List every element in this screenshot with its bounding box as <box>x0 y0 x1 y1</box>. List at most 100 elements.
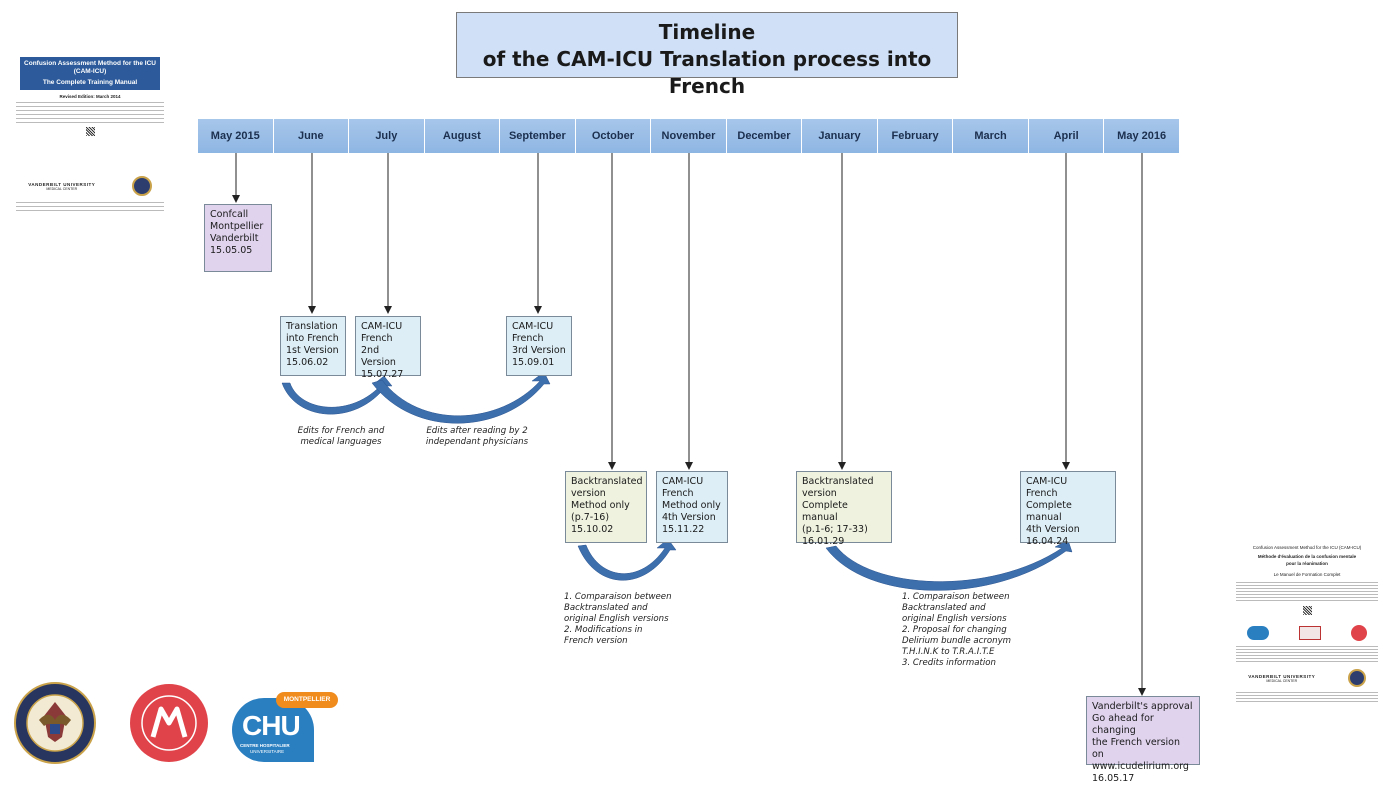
chu-montpellier-logo: MONTPELLIER CHU CENTRE HOSPITALIER UNIVE… <box>232 692 338 762</box>
box-line: Backtranslated <box>802 476 874 487</box>
box-line: CAM-ICU <box>1026 476 1068 487</box>
vanderbilt-center: MEDICAL CENTER <box>46 186 78 191</box>
month-june: June <box>273 119 350 153</box>
manual-fr-title: Confusion Assessment Method for the ICU … <box>1252 545 1362 550</box>
chu-mini-logo-icon <box>1247 626 1269 640</box>
title-line-2: of the CAM-ICU Translation process into … <box>482 47 932 98</box>
title-line-1: Timeline <box>658 20 756 44</box>
box-line: (p.1-6; 17-33) <box>802 524 868 535</box>
va-seal-icon <box>131 176 152 196</box>
box-complete-manual: CAM-ICU French Complete manual 4th Versi… <box>1020 471 1116 547</box>
timeline-connectors <box>232 153 1146 696</box>
box-line: the French version on <box>1092 737 1181 760</box>
month-december: December <box>726 119 803 153</box>
box-line: 3rd Version <box>512 345 566 356</box>
qr-code-icon <box>85 127 95 136</box>
manual-fr-heading: Le Manuel de Formation Complet <box>1273 572 1341 577</box>
note-line: 2. Modifications in <box>564 625 643 635</box>
note-comparison-2: 1. Comparaison between Backtranslated an… <box>902 592 1052 669</box>
box-line: French <box>361 333 393 344</box>
curve-back2-v4full <box>825 539 1073 591</box>
va-seal-icon <box>1347 669 1366 687</box>
box-line: 4th Version <box>1026 524 1080 535</box>
note-line: original English versions <box>564 614 669 624</box>
curve-back1-v4 <box>577 538 677 581</box>
box-line: 1st Version <box>286 345 339 356</box>
box-line: (p.7-16) <box>571 512 610 523</box>
universite-montpellier-logo-icon <box>130 684 208 762</box>
box-version-4: CAM-ICU French Method only 4th Version 1… <box>656 471 728 543</box>
box-line: French <box>662 488 694 499</box>
chu-logo-shape <box>232 698 314 762</box>
box-line: CAM-ICU <box>662 476 704 487</box>
month-july: July <box>349 119 425 153</box>
box-line: Confcall <box>210 209 249 220</box>
box-line: www.icudelirium.org <box>1092 761 1189 772</box>
note-line: Backtranslated and <box>564 603 648 613</box>
box-line: Backtranslated <box>571 476 643 487</box>
chu-subtitle-1: CENTRE HOSPITALIER <box>240 743 290 748</box>
note-line: T.H.I.N.K to T.R.A.I.T.E <box>902 647 995 657</box>
box-line: into French <box>286 333 339 344</box>
box-line: French <box>1026 488 1058 499</box>
um-mini-logo-icon <box>1351 625 1367 641</box>
manual-subtitle: The Complete Training Manual <box>42 79 138 86</box>
manual-footer-text <box>16 202 164 214</box>
box-line: version <box>571 488 606 499</box>
manual-body-text <box>16 102 164 124</box>
month-april: April <box>1028 119 1105 153</box>
va-seal-logo-icon <box>14 682 96 764</box>
box-line: 4th Version <box>662 512 716 523</box>
curve-v1-v2 <box>281 375 393 415</box>
manual-fr-subtitle-1: Méthode d'évaluation de la confusion men… <box>1257 554 1357 559</box>
note-line: original English versions <box>902 614 1007 624</box>
note-line: Delirium bundle acronym <box>902 636 1012 646</box>
box-line: Vanderbilt's approval <box>1092 701 1193 712</box>
box-backtranslated-1: Backtranslated version Method only (p.7-… <box>565 471 647 543</box>
note-line: Edits after reading by 2 <box>426 426 528 436</box>
box-line: version <box>802 488 837 499</box>
box-line: Complete manual <box>1026 500 1072 523</box>
note-line: French version <box>564 636 628 646</box>
month-march: March <box>953 119 1029 153</box>
vanderbilt-center-fr: MEDICAL CENTER <box>1266 678 1298 683</box>
box-line: 15.11.22 <box>662 524 705 535</box>
box-line: Go ahead for changing <box>1092 713 1154 736</box>
note-line: Backtranslated and <box>902 603 986 613</box>
note-edits-physicians: Edits after reading by 2 independant phy… <box>412 426 542 448</box>
curve-v2-v3 <box>371 371 551 424</box>
manual-edition: Revised Edition: March 2014 <box>59 94 121 99</box>
note-line: medical languages <box>300 437 382 447</box>
timeline-title: Timeline of the CAM-ICU Translation proc… <box>456 12 958 98</box>
manual-fr-body <box>1236 582 1378 602</box>
faculte-medecine-logo-icon <box>1299 626 1321 640</box>
note-line: 2. Proposal for changing <box>902 625 1007 635</box>
note-line: Edits for French and <box>297 426 385 436</box>
chu-montpellier-tag: MONTPELLIER <box>276 692 338 708</box>
box-line: 15.05.05 <box>210 245 253 256</box>
box-line: 15.07.27 <box>361 369 404 380</box>
vanderbilt-wordmark-fr: VANDERBILT UNIVERSITY <box>1248 673 1316 679</box>
manual-cover-banner: Confusion Assessment Method for the ICU … <box>20 57 160 90</box>
manual-thumbnail-french: Confusion Assessment Method for the ICU … <box>1232 545 1382 760</box>
box-line: 15.06.02 <box>286 357 329 368</box>
chu-subtitle-2: UNIVERSITAIRE <box>250 749 285 754</box>
month-november: November <box>651 119 727 153</box>
month-january: January <box>802 119 878 153</box>
month-bar: May 2015 June July August September Octo… <box>198 119 1179 153</box>
manual-fr-subtitle-2: pour la réanimation <box>1286 561 1328 566</box>
box-line: 15.09.01 <box>512 357 555 368</box>
manual-title: Confusion Assessment Method for the ICU … <box>24 60 156 75</box>
month-may-2015: May 2015 <box>198 119 274 153</box>
month-september: September <box>500 119 576 153</box>
box-line: Translation <box>286 321 338 332</box>
note-edits-french: Edits for French and medical languages <box>286 426 396 448</box>
box-line: 16.05.17 <box>1092 773 1135 784</box>
box-line: French <box>512 333 544 344</box>
box-line: Complete manual <box>802 500 848 523</box>
box-line: Vanderbilt <box>210 233 259 244</box>
box-vanderbilt-approval: Vanderbilt's approval Go ahead for chang… <box>1086 696 1200 784</box>
box-line: Montpellier <box>210 221 264 232</box>
manual-fr-credits <box>1236 646 1378 664</box>
box-line: 2nd Version <box>361 345 396 368</box>
